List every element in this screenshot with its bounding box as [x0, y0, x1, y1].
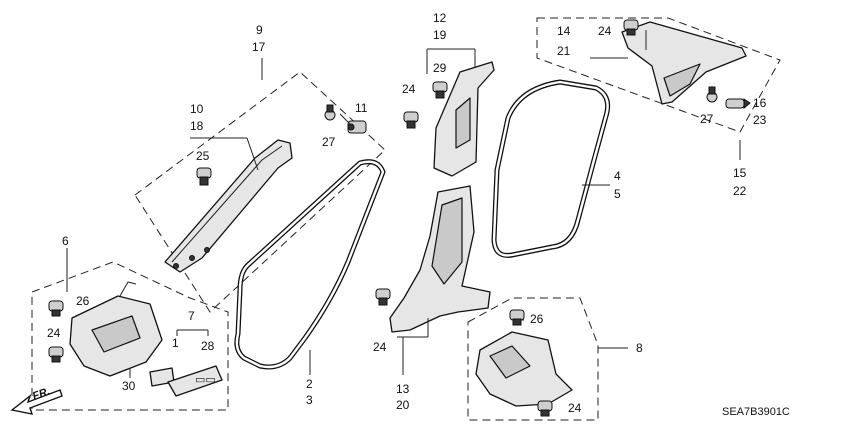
callout-30: 30: [122, 379, 136, 393]
callout-6: 6: [62, 234, 69, 248]
callout-14: 14: [557, 24, 571, 38]
callout-29: 29: [433, 61, 447, 75]
callout-15: 15: [733, 166, 747, 180]
front-direction-arrow: FR.: [10, 385, 63, 415]
clip-24b: [375, 288, 391, 306]
leader-lines: [66, 30, 741, 378]
callout-13: 13: [396, 382, 410, 396]
clip-24d: [48, 346, 64, 363]
clip-27b: [706, 86, 718, 103]
callout-4: 4: [614, 169, 621, 183]
callout-26-rear: 26: [530, 312, 544, 326]
callout-21: 21: [557, 44, 571, 58]
callout-24-center-upper: 24: [402, 82, 416, 96]
callout-24-rear-kick: 24: [568, 401, 582, 415]
callout-2: 2: [306, 377, 313, 391]
clip-27a: [324, 104, 336, 121]
clip-26b: [509, 309, 525, 326]
callout-28: 28: [201, 339, 215, 353]
front-side-kick-panel: [69, 281, 163, 377]
callout-12: 12: [433, 11, 447, 25]
callout-23: 23: [753, 113, 767, 127]
plate-marking: ▭▭: [195, 374, 216, 386]
callout-17: 17: [252, 40, 266, 54]
center-pillar-upper-garnish: [433, 61, 495, 177]
clip-25: [196, 167, 212, 186]
group-outline-6: [31, 261, 229, 411]
clip-24c: [623, 19, 639, 36]
callout-8: 8: [636, 341, 643, 355]
clip-24e: [537, 400, 553, 417]
callout-22: 22: [733, 184, 747, 198]
group-outline-14-21: [536, 17, 781, 133]
callout-9: 9: [256, 23, 263, 37]
direction-label: FR.: [31, 385, 52, 402]
callout-24-rear-pillar: 24: [598, 24, 612, 38]
rear-side-kick-panel: [475, 331, 573, 407]
callout-25: 25: [196, 149, 210, 163]
clip-16-23: [725, 98, 751, 110]
callout-16: 16: [753, 96, 767, 110]
callout-1: 1: [172, 336, 179, 350]
callout-5: 5: [614, 187, 621, 201]
callout-24-front-kick: 24: [47, 326, 61, 340]
callout-27-rear: 27: [700, 112, 714, 126]
front-door-opening-seal: [234, 159, 386, 370]
callout-11: 11: [355, 101, 368, 115]
callout-20: 20: [396, 398, 410, 412]
diagram-code: SEA7B3901C: [722, 406, 790, 418]
plate-28: ▭▭: [167, 365, 223, 397]
clip-24a: [403, 111, 419, 129]
clip-26a: [48, 300, 64, 317]
callout-7: 7: [188, 309, 195, 323]
rear-pillar-garnish: [621, 21, 747, 105]
callout-3: 3: [306, 393, 313, 407]
callout-10: 10: [190, 102, 204, 116]
center-pillar-lower-garnish: [389, 185, 491, 333]
screw-11: [347, 120, 367, 134]
callout-24-center-lower: 24: [373, 340, 387, 354]
front-pillar-garnish: [164, 139, 293, 273]
callout-26-front: 26: [76, 294, 90, 308]
group-outline-9-17: [134, 71, 386, 313]
callout-18: 18: [190, 119, 204, 133]
callout-19: 19: [433, 28, 447, 42]
clip-29: [432, 81, 448, 99]
callout-27-front: 27: [322, 135, 336, 149]
rear-door-opening-seal: [491, 79, 611, 258]
